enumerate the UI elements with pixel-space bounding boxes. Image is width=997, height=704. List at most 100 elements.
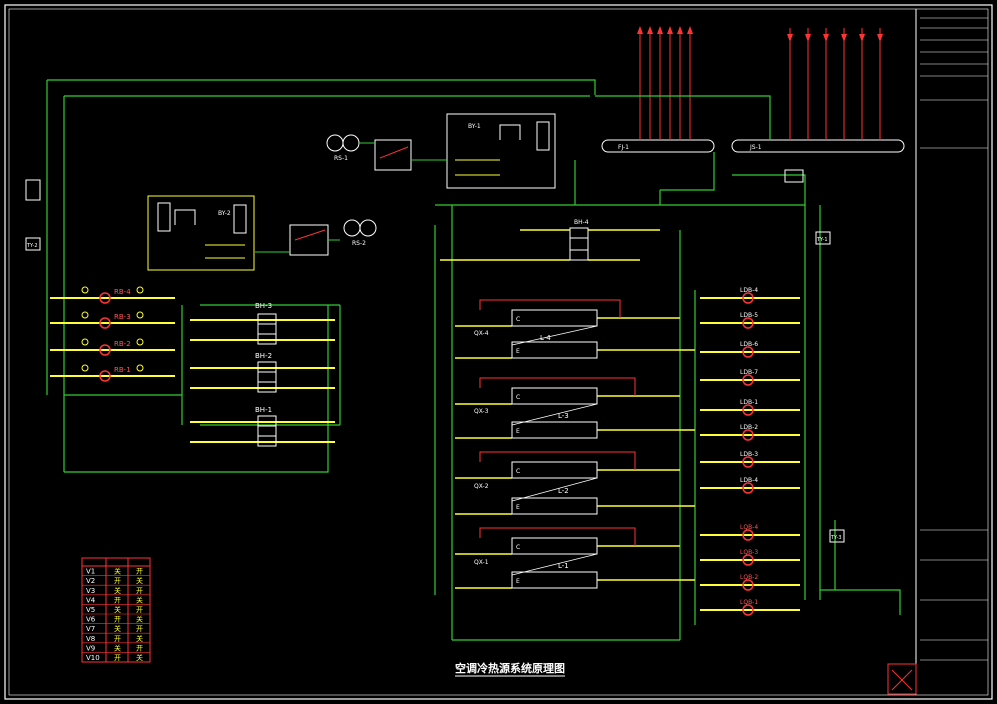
return-manifold: JS-1 [731, 139, 905, 153]
svg-text:C: C [516, 394, 520, 401]
expansion-label: BY-1 [468, 123, 481, 130]
valve-state: 关 [114, 643, 121, 652]
cooling-pump-label: LQB-3 [740, 549, 758, 556]
softener-label: RS-1 [334, 155, 348, 162]
heating-pump-label: RB-1 [114, 366, 131, 374]
chiller-tag: QX-4 [474, 330, 489, 337]
expansion-unit-right [446, 113, 556, 189]
pressure-unit-label: TY-1 [816, 237, 828, 243]
softener-label: RS-2 [352, 240, 366, 247]
chiller-tag: QX-1 [474, 559, 489, 566]
valve-state: 关 [114, 567, 121, 576]
valve-state: 开 [136, 625, 143, 633]
valve-state: 开 [114, 616, 121, 624]
chilled-pump-label: LDB-6 [740, 341, 758, 348]
valve-state: 关 [114, 605, 121, 614]
chilled-pump-rows [700, 297, 800, 489]
heating-pump-rows [50, 297, 175, 377]
heating-pump-label: RB-2 [114, 340, 131, 348]
valve-state: 关 [114, 586, 121, 595]
supply-branch-arrows [637, 26, 693, 34]
softened-water-tank-left [289, 224, 329, 256]
heating-pump-label: RB-3 [114, 313, 131, 321]
softener-right [326, 134, 360, 152]
svg-text:E: E [516, 348, 520, 355]
valve-id: V10 [86, 654, 100, 662]
chiller: C E [511, 387, 598, 439]
chilled-pump-label: LDB-3 [740, 451, 758, 458]
cooling-pump-label: LQB-4 [740, 524, 758, 531]
heating-pump [81, 364, 144, 382]
inner-frame [8, 8, 989, 696]
cooling-pump-label: LQB-2 [740, 574, 758, 581]
heat-exchanger-label: BH-1 [255, 406, 272, 414]
heating-pump [81, 311, 144, 329]
plate-heat-exchanger [257, 313, 277, 345]
cooling-pump-label: LQB-1 [740, 599, 758, 606]
plate-heat-exchanger-top [569, 227, 589, 261]
valve-state: 开 [114, 654, 121, 662]
valve-id: V3 [86, 587, 95, 595]
svg-text:C: C [516, 544, 520, 551]
plate-heat-exchangers [257, 313, 277, 447]
bh4-pipes [440, 229, 660, 261]
title-block [920, 17, 988, 661]
chiller: C E [511, 537, 598, 589]
softener-left [343, 219, 377, 237]
valve-id: V4 [86, 596, 96, 604]
stamp-box [887, 663, 917, 695]
manifold-label: FJ-1 [618, 144, 629, 151]
expansion-unit-left [147, 195, 255, 271]
valve-state: 开 [114, 635, 121, 643]
chiller-label: L-3 [558, 412, 569, 420]
chiller: C E [511, 309, 598, 359]
supply-manifold: FJ-1 [601, 139, 715, 153]
chiller-label: L-4 [540, 334, 551, 342]
heating-pump [81, 338, 144, 356]
svg-text:C: C [516, 468, 520, 475]
expansion-label: BY-2 [218, 210, 231, 217]
cooling-pump-rows [700, 534, 800, 611]
svg-text:C: C [516, 316, 520, 323]
valve-state: 关 [136, 595, 143, 604]
svg-text:E: E [516, 578, 520, 585]
pressure-unit-label: TY-2 [26, 243, 38, 249]
heat-exchanger-label: BH-3 [255, 302, 272, 310]
pressure-unit-label: TY-3 [830, 535, 842, 541]
valve-id: V8 [86, 635, 95, 643]
heat-exchanger-label: BH-4 [574, 219, 589, 226]
chillers: C E C E C E C E [511, 309, 598, 589]
valve-id: V2 [86, 577, 95, 585]
valve-id: V1 [86, 568, 95, 576]
softener-pipes [255, 142, 447, 253]
right-riser-pipes [819, 205, 901, 615]
chilled-pump-label: LDB-5 [740, 312, 758, 319]
left-loop-pipes [46, 79, 596, 473]
heat-exchanger-label: BH-2 [255, 352, 272, 360]
chiller-tag: QX-3 [474, 408, 489, 415]
chilled-pump-label: LDB-2 [740, 424, 758, 431]
valve-state: 开 [136, 587, 143, 595]
heating-pump-label: RB-4 [114, 288, 131, 296]
chiller-connection-pipes [455, 317, 695, 589]
valve-state: 开 [136, 568, 143, 576]
chiller: C E [511, 461, 598, 515]
chiller-label: L-1 [558, 562, 569, 570]
valve-state: 开 [114, 596, 121, 604]
valve-state: 关 [136, 576, 143, 585]
pressure-units [25, 169, 845, 543]
svg-text:E: E [516, 428, 520, 435]
heating-pumps [81, 286, 144, 382]
valve-state: 关 [136, 653, 143, 662]
heat-exchanger-rows [190, 319, 335, 443]
return-branches [789, 28, 881, 140]
chiller-label: L-2 [558, 487, 569, 495]
valve-state: 关 [136, 615, 143, 624]
chiller-red-loops [479, 299, 636, 546]
valve-state: 关 [136, 634, 143, 643]
softened-water-tank-right [374, 139, 412, 171]
valve-id: V6 [86, 616, 96, 624]
valve-id: V7 [86, 625, 95, 633]
